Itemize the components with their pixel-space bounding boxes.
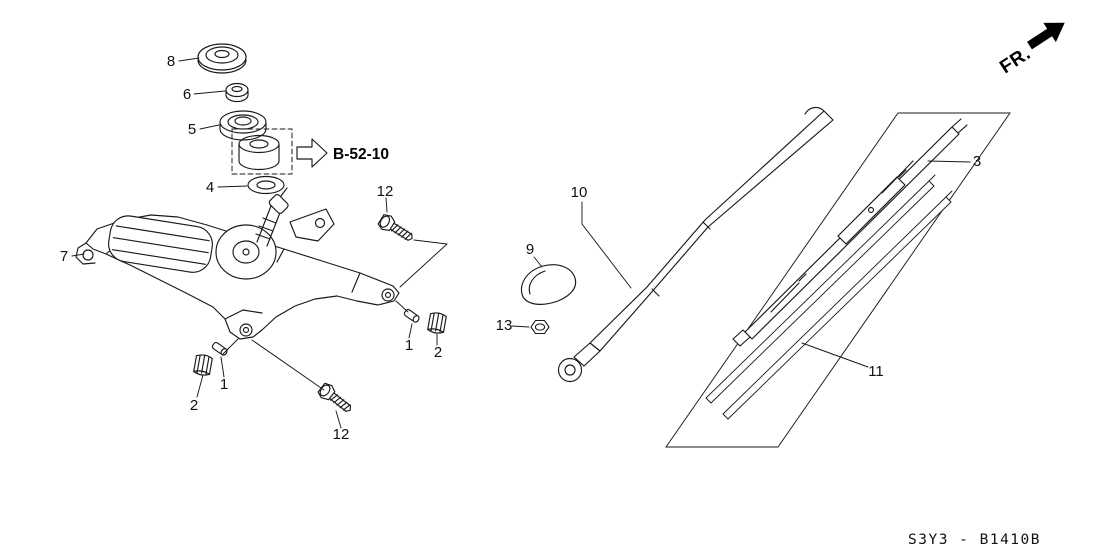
fr-label: FR. — [996, 43, 1034, 78]
callout-3: 3 — [973, 153, 981, 170]
part-1-stud-right — [403, 308, 420, 323]
callout-10: 10 — [571, 184, 588, 201]
fr-direction-marker: FR. — [996, 22, 1065, 78]
part-12-bolt-bottom — [317, 382, 352, 412]
ref-label: B-52-10 — [333, 146, 389, 163]
callout-13: 13 — [496, 317, 513, 334]
ref-dashed-box — [231, 128, 293, 175]
part-11-blade-rubbers — [705, 174, 953, 420]
callout-9: 9 — [526, 241, 534, 258]
part-8-cap — [197, 43, 247, 74]
callout-5: 5 — [188, 121, 196, 138]
motor-body — [108, 215, 213, 273]
callout-12-bottom: 12 — [333, 426, 350, 443]
gear-housing — [215, 224, 277, 280]
callout-4: 4 — [206, 179, 214, 196]
mount-bracket — [289, 208, 335, 242]
part-2-mount-rubber-left — [193, 354, 213, 376]
page-code: S3Y3 - B1410B — [908, 532, 1041, 548]
part-5-washer — [219, 110, 267, 141]
part-4-ring — [247, 175, 285, 195]
part-7-motor-bracket-assembly — [75, 187, 400, 340]
pivot-shaft — [255, 187, 289, 247]
ref-arrow-icon — [296, 138, 328, 168]
part-13-nut — [530, 319, 550, 335]
part-12-bolt-top — [377, 214, 413, 241]
part-3-wiper-blade — [732, 118, 968, 347]
callout-8: 8 — [167, 53, 175, 70]
part-6-nut — [225, 82, 249, 103]
callout-2-right: 2 — [434, 344, 442, 361]
callout-2-left: 2 — [190, 397, 198, 414]
part-1-stud-left — [211, 341, 228, 356]
callout-6: 6 — [183, 86, 191, 103]
part-2-mount-rubber-right — [427, 312, 447, 334]
callout-7: 7 — [60, 248, 68, 265]
callout-1-right: 1 — [405, 337, 413, 354]
mount-boss-right — [381, 288, 395, 302]
mount-boss-bottom — [239, 323, 253, 337]
leader-lines — [71, 57, 971, 429]
callout-12-top: 12 — [377, 183, 394, 200]
fr-direction-arrow-icon — [1027, 22, 1065, 50]
part-9-pivot-cover — [521, 264, 577, 305]
callout-11: 11 — [868, 363, 884, 380]
part-10-wiper-arm — [557, 106, 834, 383]
part-4-grommet-cylinder — [238, 134, 280, 171]
callouts: 8 6 5 4 7 12 1 2 1 2 12 13 9 10 3 11 — [60, 53, 981, 443]
callout-1-left: 1 — [220, 376, 228, 393]
